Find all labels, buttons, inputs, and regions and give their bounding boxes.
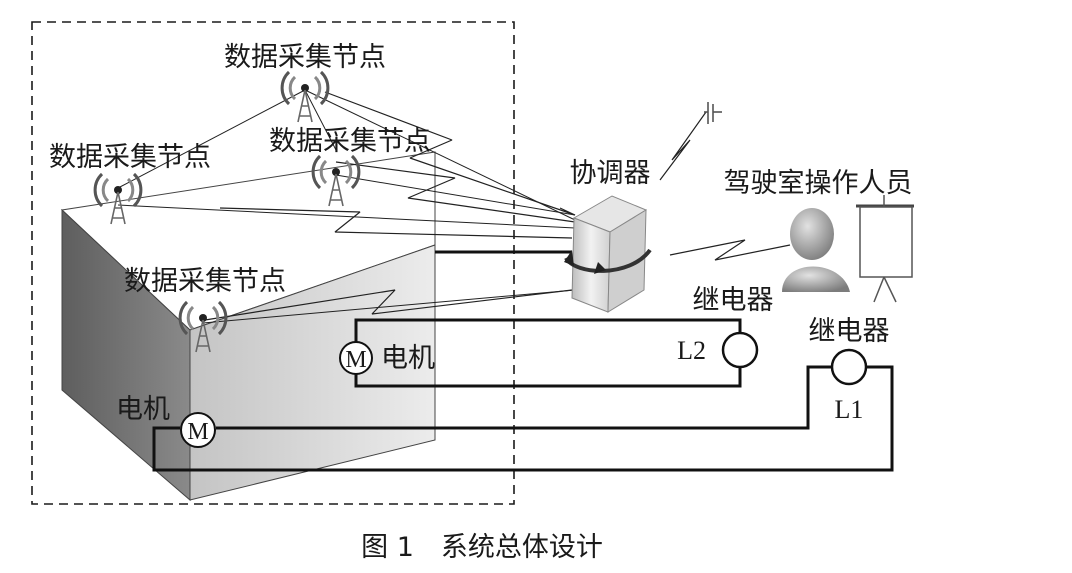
screen-icon (856, 195, 914, 303)
node-label-top: 数据采集节点 (224, 42, 386, 73)
node-label-bottom: 数据采集节点 (124, 266, 286, 297)
relay-label-l2: 继电器 (693, 285, 774, 316)
lightning-icon (669, 239, 791, 261)
motor-label-inner: 电机 (381, 343, 435, 374)
motor-symbol (339, 341, 373, 375)
motor-symbol (180, 412, 216, 448)
lightning-icon (335, 161, 576, 223)
figure-caption: 图 1 系统总体设计 (361, 532, 603, 563)
operator-label: 驾驶室操作人员 (724, 168, 913, 199)
lightning-icon (204, 289, 573, 321)
equipment-box (60, 151, 436, 502)
relay-id-l1: L1 (835, 395, 864, 424)
server-icon (564, 195, 652, 313)
relay-label-l1: 继电器 (809, 316, 890, 347)
motor-label-outer: 电机 (116, 394, 170, 425)
node-label-right: 数据采集节点 (269, 126, 431, 157)
lightning-icon (659, 111, 707, 181)
relay-symbol (830, 348, 868, 386)
wireless-links (204, 91, 791, 321)
relay-id-l2: L2 (677, 336, 706, 365)
motor-m-inner: M (345, 347, 366, 373)
node-label-left: 数据采集节点 (49, 142, 211, 173)
coordinator-label: 协调器 (570, 158, 651, 189)
relay-symbol (721, 331, 759, 369)
antenna-icon (280, 70, 330, 124)
signal-lines (117, 89, 576, 324)
lightning-icon (219, 207, 573, 239)
lightning-icon (324, 91, 576, 216)
field-boundary (31, 21, 515, 505)
circuit-l1 (152, 365, 894, 472)
motor-m-outer: M (187, 419, 208, 445)
antenna-icon (704, 102, 722, 124)
person-icon (782, 208, 850, 292)
